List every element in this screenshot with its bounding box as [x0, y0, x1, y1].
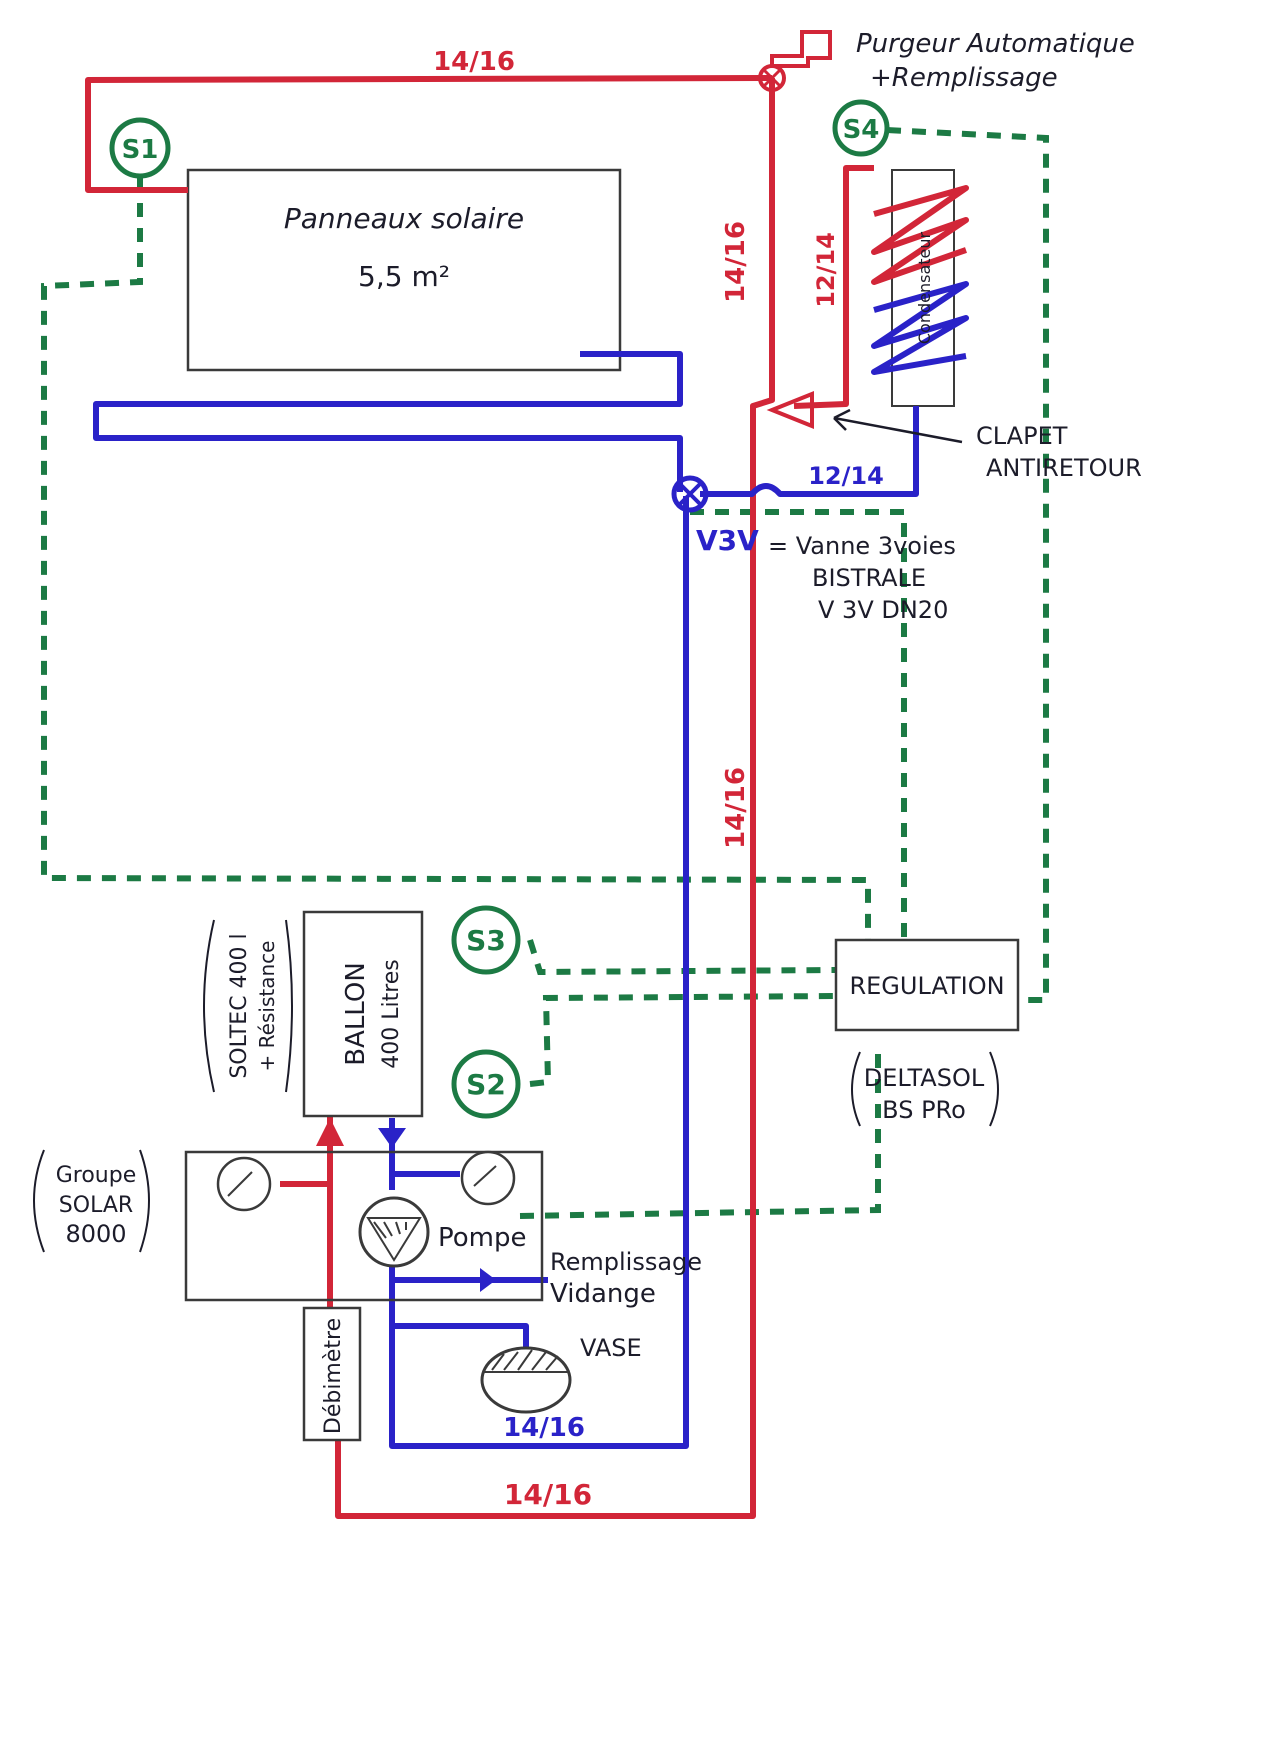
purge-valve-cross: [762, 68, 782, 88]
deltasol-label-2: BS PRo: [882, 1096, 966, 1124]
groupe-solar-box: [184, 1150, 544, 1302]
remplissage-label: Remplissage: [550, 1248, 702, 1276]
solar-panel-label: Panneaux solaire: [284, 202, 524, 235]
groupe-paren-right: [139, 1149, 150, 1253]
deltasol-label-1: DELTASOL: [864, 1064, 985, 1092]
vanne-label-1: = Vanne 3voies: [768, 532, 956, 560]
cold-arrow-remplissage: [480, 1268, 496, 1292]
vase-hatch: [491, 1349, 559, 1371]
debimetre-label: Débimètre: [321, 1318, 346, 1434]
v3v-label: V3V: [696, 524, 759, 557]
clapet-arrow: [833, 408, 963, 444]
sensor-s2: S2: [451, 1049, 521, 1119]
cold-pipe-v3v-down: [389, 496, 689, 1449]
cold-pipe-panel-out: [93, 351, 683, 492]
v3v-valve: [671, 475, 709, 513]
vanne-label-3: V 3V DN20: [818, 596, 948, 624]
temp-gauge-cold-needle: [473, 1165, 497, 1187]
sensor-s3: S3: [451, 905, 521, 975]
wire-s3: [527, 939, 837, 976]
pump-icon: [358, 1196, 430, 1268]
size-top: 14/16: [433, 47, 515, 77]
hot-pipe-cond-feed: [793, 165, 874, 409]
cold-pipes: [93, 351, 919, 1449]
soltec-paren-right: [285, 919, 293, 1093]
size-cond-feed: 12/14: [812, 232, 840, 308]
purgeur-label-1: Purgeur Automatique: [856, 29, 1135, 59]
vidange-label: Vidange: [550, 1279, 656, 1309]
groupe-label-1: Groupe: [56, 1163, 137, 1188]
deltasol-paren-right: [989, 1051, 999, 1127]
soltec-paren-left: [203, 919, 215, 1093]
soltec-label: SOLTEC 400 l: [227, 933, 252, 1078]
sensor-s2-label: S2: [466, 1068, 506, 1101]
condensateur-coil-cold: [871, 281, 969, 375]
v3v-valve-cross: [678, 482, 702, 506]
wire-pompe: [519, 1054, 881, 1219]
pump-hatch: [373, 1221, 407, 1239]
regulation-label: REGULATION: [849, 972, 1004, 1000]
clapet-label-2: ANTIRETOUR: [986, 454, 1142, 482]
temp-gauge-cold: [460, 1150, 516, 1206]
deltasol-paren-left: [851, 1051, 861, 1127]
cold-arrow-ballon: [378, 1128, 406, 1148]
check-valve: [766, 391, 814, 429]
wire-s4: [886, 127, 1049, 1003]
ballon-box: [302, 910, 424, 1118]
groupe-label-2: SOLAR: [59, 1193, 133, 1218]
condensateur-label: Condensateur: [915, 231, 934, 344]
debimetre-box: [302, 1306, 362, 1442]
ballon-label: BALLON: [341, 962, 371, 1066]
size-bottom-blue: 14/16: [503, 1413, 585, 1443]
solar-panel-box: [186, 168, 622, 372]
sensor-s3-label: S3: [466, 924, 506, 957]
regulation-box: [834, 938, 1020, 1032]
temp-gauge-hot: [216, 1156, 272, 1212]
hot-arrow-ballon: [316, 1118, 344, 1146]
wire-s2: [529, 993, 837, 1087]
size-cond-return: 12/14: [808, 462, 884, 490]
vanne-label-2: BISTRALE: [812, 564, 926, 592]
sensor-s4: S4: [832, 99, 890, 157]
condensateur-coil-hot: [871, 185, 969, 285]
purgeur-icon: [770, 30, 832, 68]
vase-label: VASE: [580, 1334, 642, 1362]
cold-pipe-vase: [392, 1323, 529, 1350]
pump-impeller-icon: [366, 1217, 422, 1262]
size-bottom-red: 14/16: [504, 1478, 592, 1511]
size-right-lower: 14/16: [721, 767, 751, 849]
vase-icon: [480, 1346, 572, 1414]
sensor-s1-label: S1: [122, 135, 159, 165]
soltec-resistance: + Résistance: [255, 941, 279, 1072]
hot-pipe-right: [335, 78, 775, 1519]
purgeur-label-2: +Remplissage: [870, 63, 1058, 93]
solar-panel-area: 5,5 m²: [358, 260, 450, 293]
wire-s1: [41, 178, 871, 940]
temp-gauge-hot-needle: [227, 1171, 253, 1197]
sensor-s4-label: S4: [843, 115, 880, 145]
pump-label: Pompe: [438, 1223, 527, 1253]
wire-v3v: [690, 509, 907, 940]
cold-pipe-cond-return: [700, 406, 919, 497]
ballon-capacity: 400 Litres: [379, 959, 404, 1069]
clapet-label-1: CLAPET: [976, 422, 1068, 450]
hot-pipe-top: [85, 75, 773, 193]
hot-pipes: [85, 75, 874, 1519]
sensor-s1: S1: [109, 117, 171, 179]
sensor-wiring: [41, 127, 1049, 1219]
groupe-paren-left: [33, 1149, 45, 1253]
size-right-upper: 14/16: [721, 221, 751, 303]
groupe-label-3: 8000: [65, 1220, 126, 1248]
